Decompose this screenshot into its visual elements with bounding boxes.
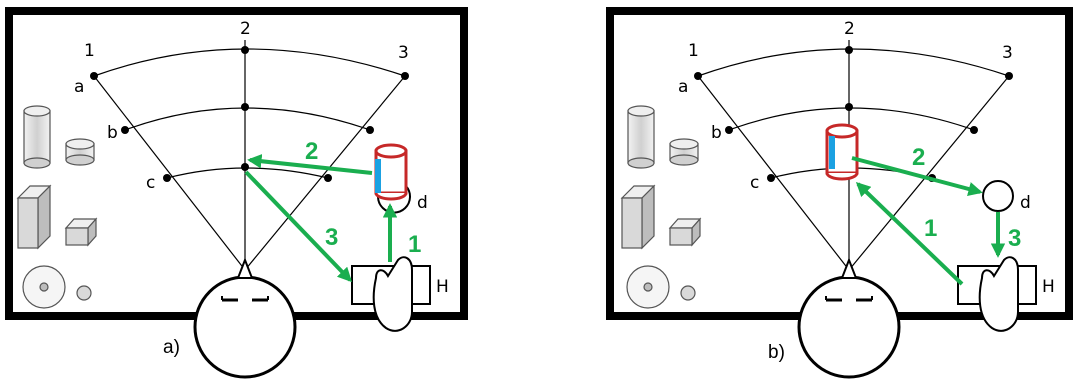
grid-point-a3 [1005,72,1013,80]
object-shelf [620,105,702,309]
column-label-1: 1 [84,41,95,61]
grid-point-c1 [767,174,775,182]
panel-caption: b) [768,342,785,363]
panel-a: 1 2 3 a b c [5,7,468,379]
object-shelf [16,105,98,309]
location-label-d: d [1020,193,1031,213]
small-box-icon [668,217,702,247]
small-box-icon [64,217,98,247]
row-label-b: b [107,123,118,143]
large-disc-icon [22,265,66,309]
hand-icon [957,256,1037,332]
row-label-a: a [678,77,688,97]
arrow-label-1: 1 [924,215,937,242]
arrow-2 [851,156,983,197]
grid-point-b1 [725,126,733,134]
row-label-c: c [146,173,155,193]
arrow-label-2: 2 [305,138,318,165]
grid-point-c3 [324,174,332,182]
grid-point-b3 [970,126,978,134]
arrow-label-3: 3 [325,224,338,251]
location-label-d: d [417,193,428,213]
robot-head-icon [193,257,297,379]
grid-point-a3 [401,72,409,80]
arrow-2 [247,154,373,175]
robot-head-icon [797,257,901,379]
grid-point-b2 [241,103,249,111]
short-cylinder-icon [65,138,95,166]
column-label-2: 2 [240,19,251,39]
arrow-3 [244,170,352,283]
location-d-marker [982,180,1014,212]
large-disc-icon [626,265,670,309]
tall-box-icon [620,184,656,250]
tall-cylinder-icon [627,105,655,169]
row-label-c: c [750,173,759,193]
grid-point-c2 [241,163,249,171]
tall-cylinder-icon [23,105,51,169]
motion-arrows [244,154,398,283]
grid [93,40,406,275]
small-disc-icon [680,285,696,301]
row-label-a: a [74,77,84,97]
hand-label: H [1042,277,1055,297]
hand-icon [351,256,431,332]
grid-point-b3 [366,126,374,134]
grid-point-b2 [845,103,853,111]
grid-points [90,46,409,182]
column-label-3: 3 [398,43,409,63]
column-label-2: 2 [844,19,855,39]
tall-box-icon [16,184,52,250]
grid-point-c1 [163,174,171,182]
grid-point-a2 [241,46,249,54]
grid-point-a1 [90,72,98,80]
blue-marker [829,136,835,169]
panel-b: 1 2 3 a b c [606,7,1073,379]
motion-arrows [851,156,1006,286]
blue-marker [375,159,381,193]
arrow-label-1: 1 [408,231,421,258]
small-disc-icon [76,285,92,301]
short-cylinder-icon [669,138,699,166]
arrow-label-3: 3 [1008,225,1021,252]
grid-point-a1 [694,72,702,80]
hand-label: H [436,277,449,297]
arrow-1 [855,182,964,286]
column-label-1: 1 [688,41,699,61]
grid-point-a2 [845,46,853,54]
row-label-b: b [711,123,722,143]
arrow-label-2: 2 [912,144,925,171]
panel-caption: a) [163,337,180,358]
column-label-3: 3 [1002,43,1013,63]
grid-point-b1 [121,126,129,134]
